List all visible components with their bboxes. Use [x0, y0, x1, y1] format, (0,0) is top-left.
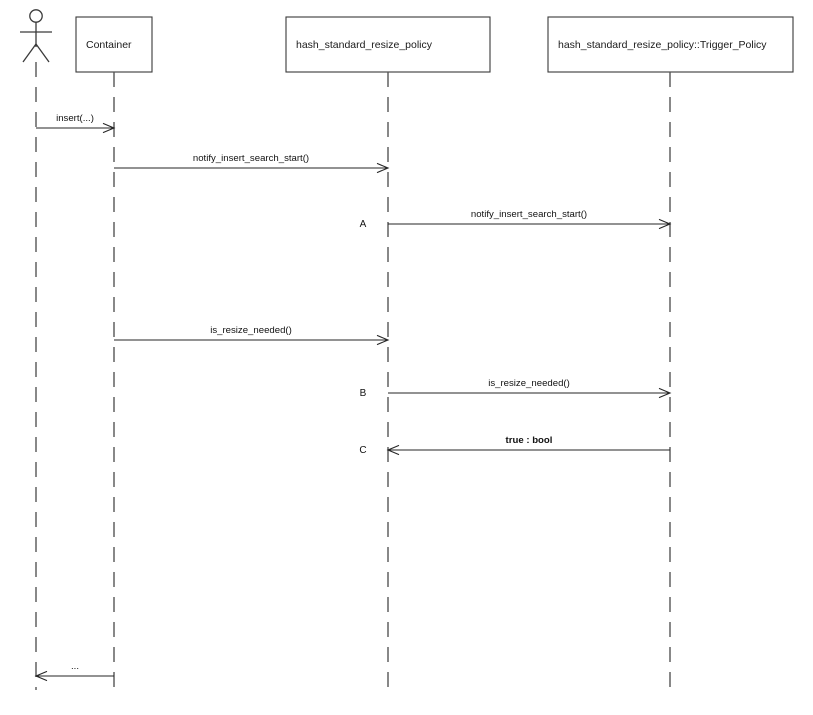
actor-figure	[20, 9, 52, 63]
message-step-label: B	[360, 388, 367, 399]
message-arrowhead-icon	[658, 387, 672, 399]
participant-box-rect	[547, 16, 794, 73]
message-label: insert(...)	[56, 113, 94, 124]
message-step-label: C	[359, 445, 366, 456]
message-label: is_resize_needed()	[210, 325, 292, 336]
message-arrowhead-icon	[658, 218, 672, 230]
lifelines	[35, 62, 671, 690]
participant-label: hash_standard_resize_policy::Trigger_Pol…	[558, 39, 767, 51]
message-label: is_resize_needed()	[488, 378, 570, 389]
message-arrowhead-icon	[102, 122, 116, 134]
message-arrowhead-icon	[376, 162, 390, 174]
participant-box-rect	[285, 16, 491, 73]
message-arrowhead-icon	[386, 444, 400, 456]
message-m3[interactable]: notify_insert_search_start() A	[360, 209, 672, 230]
participant-label: Container	[86, 39, 132, 51]
message-label: notify_insert_search_start()	[193, 153, 309, 164]
messages: insert(...)notify_insert_search_start()n…	[34, 113, 672, 682]
message-m5[interactable]: is_resize_needed() B	[360, 378, 672, 399]
message-m2[interactable]: notify_insert_search_start()	[114, 153, 390, 174]
message-m1[interactable]: insert(...)	[36, 113, 116, 134]
participant-boxes: Container hash_standard_resize_policy hash…	[75, 16, 794, 73]
participant-box-container[interactable]: Container	[75, 16, 153, 73]
actor-left-leg	[22, 43, 37, 63]
message-label: true : bool	[506, 435, 553, 446]
actor-head-icon	[29, 9, 43, 23]
participant-box-rect	[75, 16, 153, 73]
actor-right-leg	[35, 43, 50, 63]
message-step-label: A	[360, 219, 367, 230]
message-label: notify_insert_search_start()	[471, 209, 587, 220]
participant-label: hash_standard_resize_policy	[296, 39, 433, 51]
message-m4[interactable]: is_resize_needed()	[114, 325, 390, 346]
participant-box-trigger[interactable]: hash_standard_resize_policy::Trigger_Pol…	[547, 16, 794, 73]
message-arrowhead-icon	[376, 334, 390, 346]
message-label: ...	[71, 661, 79, 672]
message-m7[interactable]: ...	[34, 661, 114, 682]
message-arrowhead-icon	[34, 670, 48, 682]
participant-box-policy[interactable]: hash_standard_resize_policy	[285, 16, 491, 73]
